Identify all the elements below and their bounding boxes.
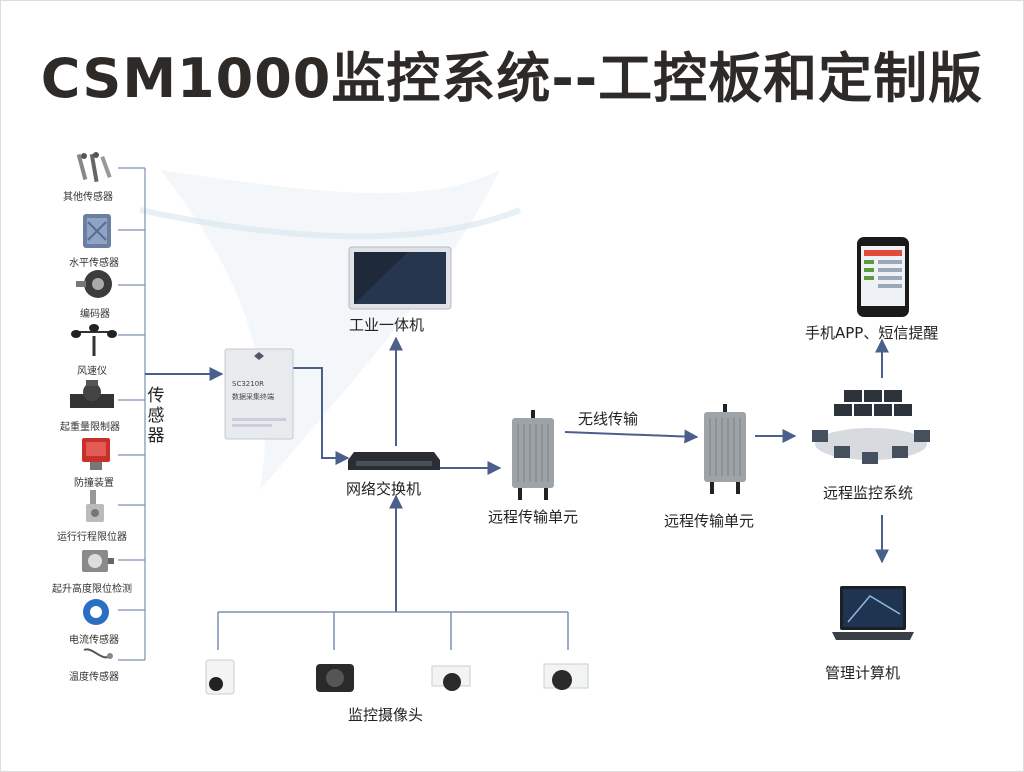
network-switch-device <box>348 452 440 470</box>
remote-unit-1-device <box>512 410 554 500</box>
cameras-label: 监控摄像头 <box>348 706 424 724</box>
camera-2-icon <box>316 664 354 692</box>
sensor-label-other: 其他传感器 <box>63 192 113 203</box>
encoder-icon <box>76 270 112 298</box>
arrow-collector-to-switch <box>292 367 350 465</box>
anemometer-icon <box>71 324 117 356</box>
sensor-label-load-limiter: 起重量限制器 <box>60 422 120 433</box>
probe-sensor-icon <box>76 152 112 183</box>
collector-subtitle: 数据采集终端 <box>232 393 274 401</box>
computer-label: 管理计算机 <box>825 664 901 682</box>
sensor-group-label: 传感器 <box>147 386 165 446</box>
arrow-wireless <box>564 429 699 444</box>
monitor-system-label: 远程监控系统 <box>823 484 914 502</box>
management-computer-device <box>832 586 914 640</box>
mobile-label: 手机APP、短信提醒 <box>805 324 939 342</box>
flow-arrows <box>145 336 889 612</box>
industrial-panel-pc <box>348 246 452 310</box>
level-sensor-icon <box>83 214 111 248</box>
camera-4-icon <box>543 663 589 690</box>
remote-unit-1-label: 远程传输单元 <box>488 508 579 526</box>
panel-pc-label: 工业一体机 <box>349 316 425 334</box>
sensor-label-anti-collision: 防撞装置 <box>74 478 114 489</box>
switch-label: 网络交换机 <box>346 480 422 498</box>
sensor-label-temperature: 温度传感器 <box>69 672 119 683</box>
current-sensor-icon <box>83 599 109 625</box>
data-collector-device <box>224 348 294 440</box>
monitor-system-device <box>812 390 930 464</box>
remote-unit-2-device <box>704 404 746 494</box>
sensor-label-anemometer: 风速仪 <box>77 366 107 377</box>
remote-unit-2-label: 远程传输单元 <box>664 512 755 530</box>
sensor-label-travel-limit: 运行行程限位器 <box>57 532 127 543</box>
travel-limit-icon <box>86 490 104 522</box>
camera-bus-lines <box>217 611 569 650</box>
load-limiter-icon <box>70 380 114 408</box>
sensor-label-encoder: 编码器 <box>80 309 110 320</box>
anti-collision-icon <box>82 438 110 470</box>
wireless-label: 无线传输 <box>578 410 639 428</box>
sensor-label-height-limit: 起升高度限位检测 <box>52 584 132 595</box>
height-limit-icon <box>82 550 114 572</box>
sensor-label-level: 水平传感器 <box>69 258 119 269</box>
collector-model: SC3210R <box>232 380 265 388</box>
sensor-bus-lines <box>118 167 146 661</box>
temperature-sensor-icon <box>83 648 113 659</box>
camera-3-icon <box>431 665 471 691</box>
sensor-label-current: 电流传感器 <box>69 635 119 646</box>
mobile-phone-device <box>857 237 909 317</box>
page-title: CSM1000监控系统--工控板和定制版 <box>40 47 984 110</box>
camera-1-icon <box>205 659 235 695</box>
